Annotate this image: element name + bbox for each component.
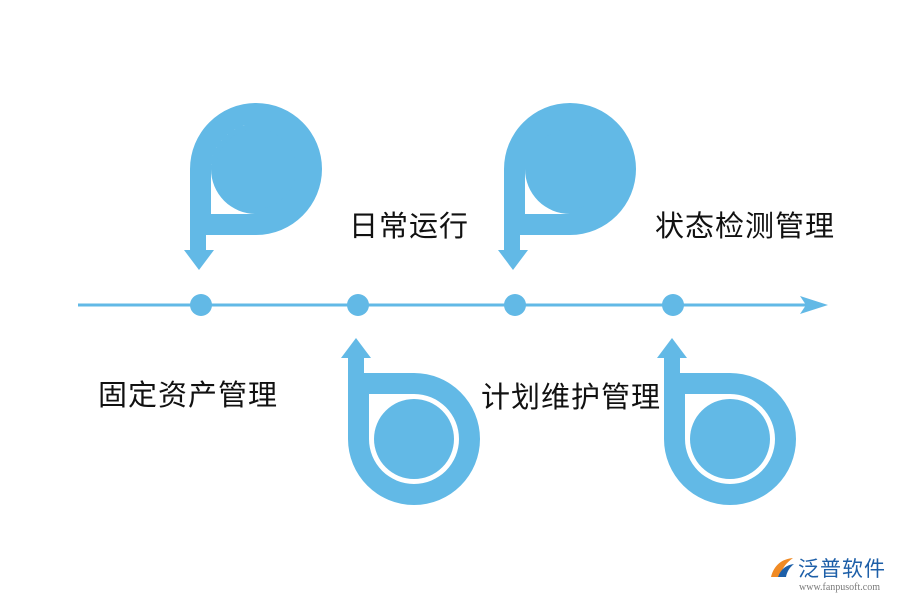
timeline-arrowhead bbox=[800, 296, 828, 314]
p-loop-arrow-down-icon bbox=[184, 103, 322, 270]
p-loop-arrow-down-icon bbox=[498, 103, 636, 270]
stage-label-1: 固定资产管理 bbox=[98, 378, 279, 412]
stage-label-2: 日常运行 bbox=[349, 209, 470, 243]
timeline-node-3 bbox=[504, 294, 526, 316]
timeline-node-4 bbox=[662, 294, 684, 316]
brand-name: 泛普软件 bbox=[798, 557, 886, 581]
brand-url: www.fanpusoft.com bbox=[799, 582, 881, 593]
stage-label-4: 状态检测管理 bbox=[655, 209, 836, 243]
b-loop-arrow-up-icon bbox=[657, 338, 796, 505]
timeline-node-2 bbox=[347, 294, 369, 316]
b-loop-arrow-up-icon bbox=[341, 338, 480, 505]
stage-label-3: 计划维护管理 bbox=[481, 380, 662, 414]
brand-logo-icon bbox=[771, 558, 794, 577]
timeline-node-1 bbox=[190, 294, 212, 316]
